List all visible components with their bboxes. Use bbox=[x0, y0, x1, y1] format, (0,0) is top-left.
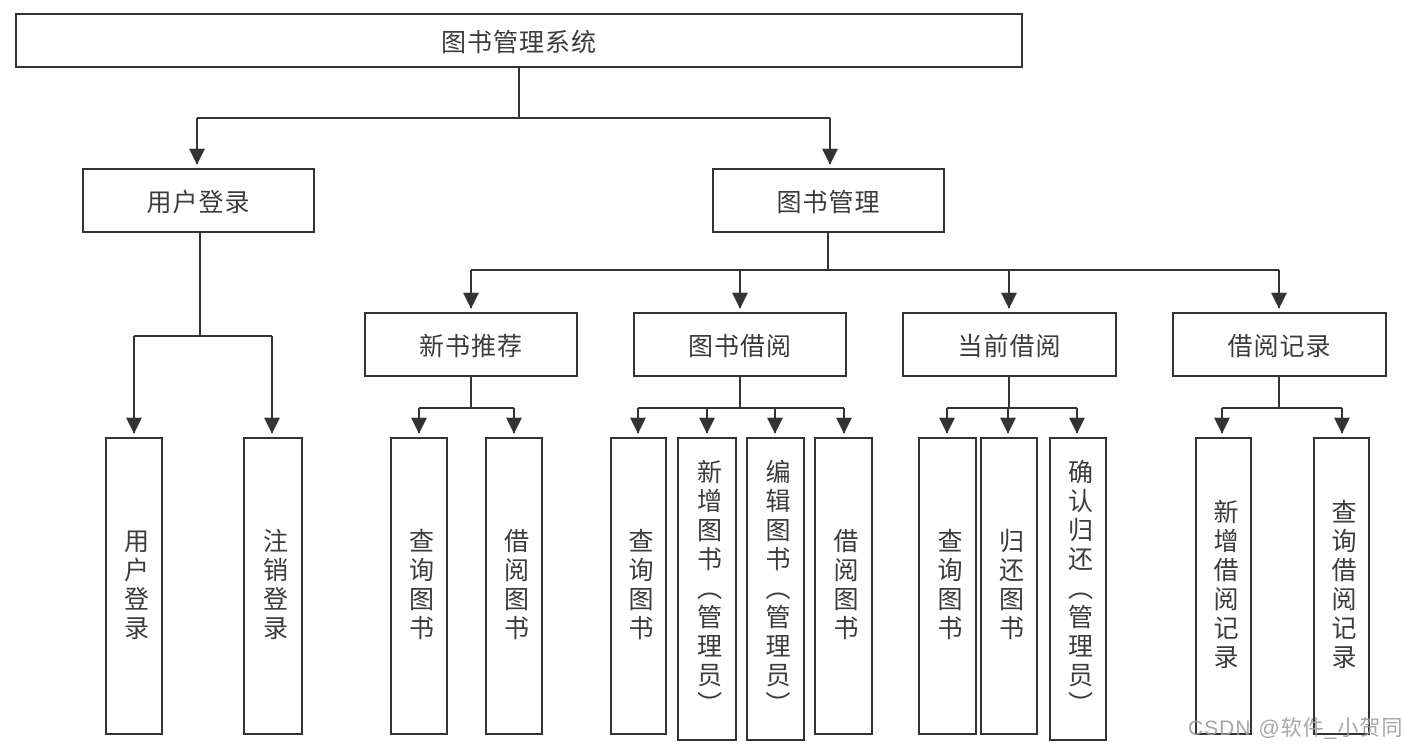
csdn-watermark: CSDN @软件_小贺同学 bbox=[1188, 717, 1405, 740]
leaf-borrow-books-borrowing: 借阅图书 bbox=[814, 437, 873, 735]
node-label: 图书管理系统 bbox=[440, 28, 597, 57]
node-user-login: 用户登录 bbox=[82, 168, 315, 233]
node-label: 图书借阅 bbox=[687, 332, 792, 361]
leaf-query-borrow-record: 查询借阅记录 bbox=[1313, 437, 1370, 735]
node-label: 编辑图书（管理员） bbox=[762, 458, 790, 720]
leaf-edit-book-admin: 编辑图书（管理员） bbox=[746, 437, 805, 741]
node-library-management-system: 图书管理系统 bbox=[15, 13, 1023, 68]
node-label: 借阅图书 bbox=[500, 528, 529, 644]
node-label: 用户登录 bbox=[146, 188, 251, 217]
node-label: 注销登录 bbox=[259, 528, 288, 644]
leaf-confirm-return-admin: 确认归还（管理员） bbox=[1049, 437, 1107, 741]
node-label: 查询图书 bbox=[625, 528, 653, 644]
node-label: 新书推荐 bbox=[418, 332, 523, 361]
node-label: 查询图书 bbox=[934, 528, 962, 644]
node-current-borrowing: 当前借阅 bbox=[902, 312, 1117, 377]
leaf-logout-login: 注销登录 bbox=[243, 437, 303, 735]
leaf-user-login: 用户登录 bbox=[105, 437, 163, 735]
leaf-query-books-current: 查询图书 bbox=[918, 437, 977, 735]
leaf-add-book-admin: 新增图书（管理员） bbox=[677, 437, 737, 741]
node-label: 借阅图书 bbox=[830, 528, 858, 644]
node-label: 归还图书 bbox=[995, 528, 1024, 644]
node-book-management: 图书管理 bbox=[712, 168, 945, 233]
node-label: 图书管理 bbox=[776, 188, 881, 217]
leaf-query-books-recommend: 查询图书 bbox=[390, 437, 448, 735]
node-book-borrowing: 图书借阅 bbox=[633, 312, 847, 377]
node-label: 用户登录 bbox=[120, 528, 149, 644]
leaf-borrow-books-recommend: 借阅图书 bbox=[485, 437, 543, 735]
node-label: 新增借阅记录 bbox=[1210, 499, 1238, 673]
node-new-book-recommendation: 新书推荐 bbox=[364, 312, 578, 377]
node-label: 新增图书（管理员） bbox=[693, 458, 722, 720]
node-label: 查询借阅记录 bbox=[1328, 499, 1356, 673]
node-label: 当前借阅 bbox=[957, 332, 1062, 361]
node-label: 查询图书 bbox=[405, 528, 434, 644]
leaf-add-borrow-record: 新增借阅记录 bbox=[1195, 437, 1252, 735]
leaf-query-books-borrowing: 查询图书 bbox=[610, 437, 667, 735]
leaf-return-books: 归还图书 bbox=[980, 437, 1038, 735]
node-label: 借阅记录 bbox=[1227, 332, 1332, 361]
node-label: 确认归还（管理员） bbox=[1064, 458, 1093, 720]
node-borrowing-records: 借阅记录 bbox=[1172, 312, 1387, 377]
